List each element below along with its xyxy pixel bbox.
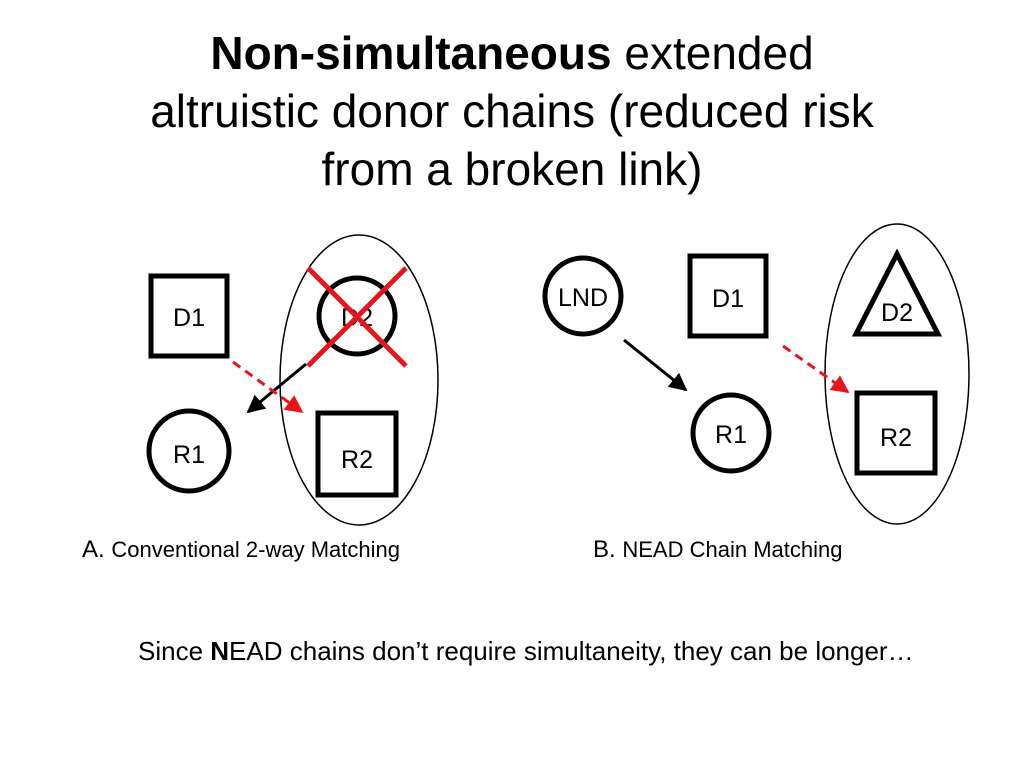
caption-b-text: NEAD Chain Matching [622,537,843,562]
note-bold: N [210,636,230,666]
caption-b-letter: B. [593,536,616,563]
diagram-a: D1 D2 R1 R2 [146,234,439,526]
label-r1-b: R1 [715,421,747,449]
title-line3: from a broken link) [321,143,703,195]
label-d1-a: D1 [173,304,205,332]
node-r1-b [690,392,772,474]
arrow-lnd-to-r1-b [623,338,688,392]
label-d1-b: D1 [712,285,744,313]
title-line1-rest: extended [611,27,814,79]
label-d2-b: D2 [881,299,913,327]
node-d2-b [851,248,943,337]
node-r2-b [854,390,938,476]
note-prefix: Since [138,636,211,666]
caption-a-letter: A. [82,536,105,563]
footnote-text: Since NEAD chains don’t require simultan… [138,632,928,670]
caption-a-text: Conventional 2-way Matching [111,537,400,562]
pair-ellipse-a [279,234,439,526]
pair-ellipse-b [824,223,970,525]
label-r2-a: R2 [341,446,373,474]
caption-b: B. NEAD Chain Matching [593,536,842,564]
dashed-arrow-d1-to-r2-a [232,360,304,414]
node-d1-b [687,253,769,339]
arrow-d2-to-r1-a [246,362,307,414]
label-r2-b: R2 [880,424,912,452]
label-lnd-b: LND [558,284,608,312]
caption-a: A. Conventional 2-way Matching [82,536,400,564]
broken-link-cross-icon [306,266,408,368]
node-lnd-b [542,255,624,337]
slide-title: Non-simultaneous extended altruistic don… [40,24,984,198]
note-rest: EAD chains don’t require simultaneity, t… [229,636,914,666]
node-r2-a [315,410,399,498]
node-d2-a [316,275,398,357]
title-line2: altruistic donor chains (reduced risk [150,85,874,137]
node-d1-a [148,273,230,359]
node-r1-a [146,408,232,494]
title-bold: Non-simultaneous [210,27,612,79]
diagram-b: LND D1 D2 R1 R2 [542,223,970,525]
label-r1-a: R1 [173,441,205,469]
dashed-arrow-d1-to-r2-b [782,344,850,394]
